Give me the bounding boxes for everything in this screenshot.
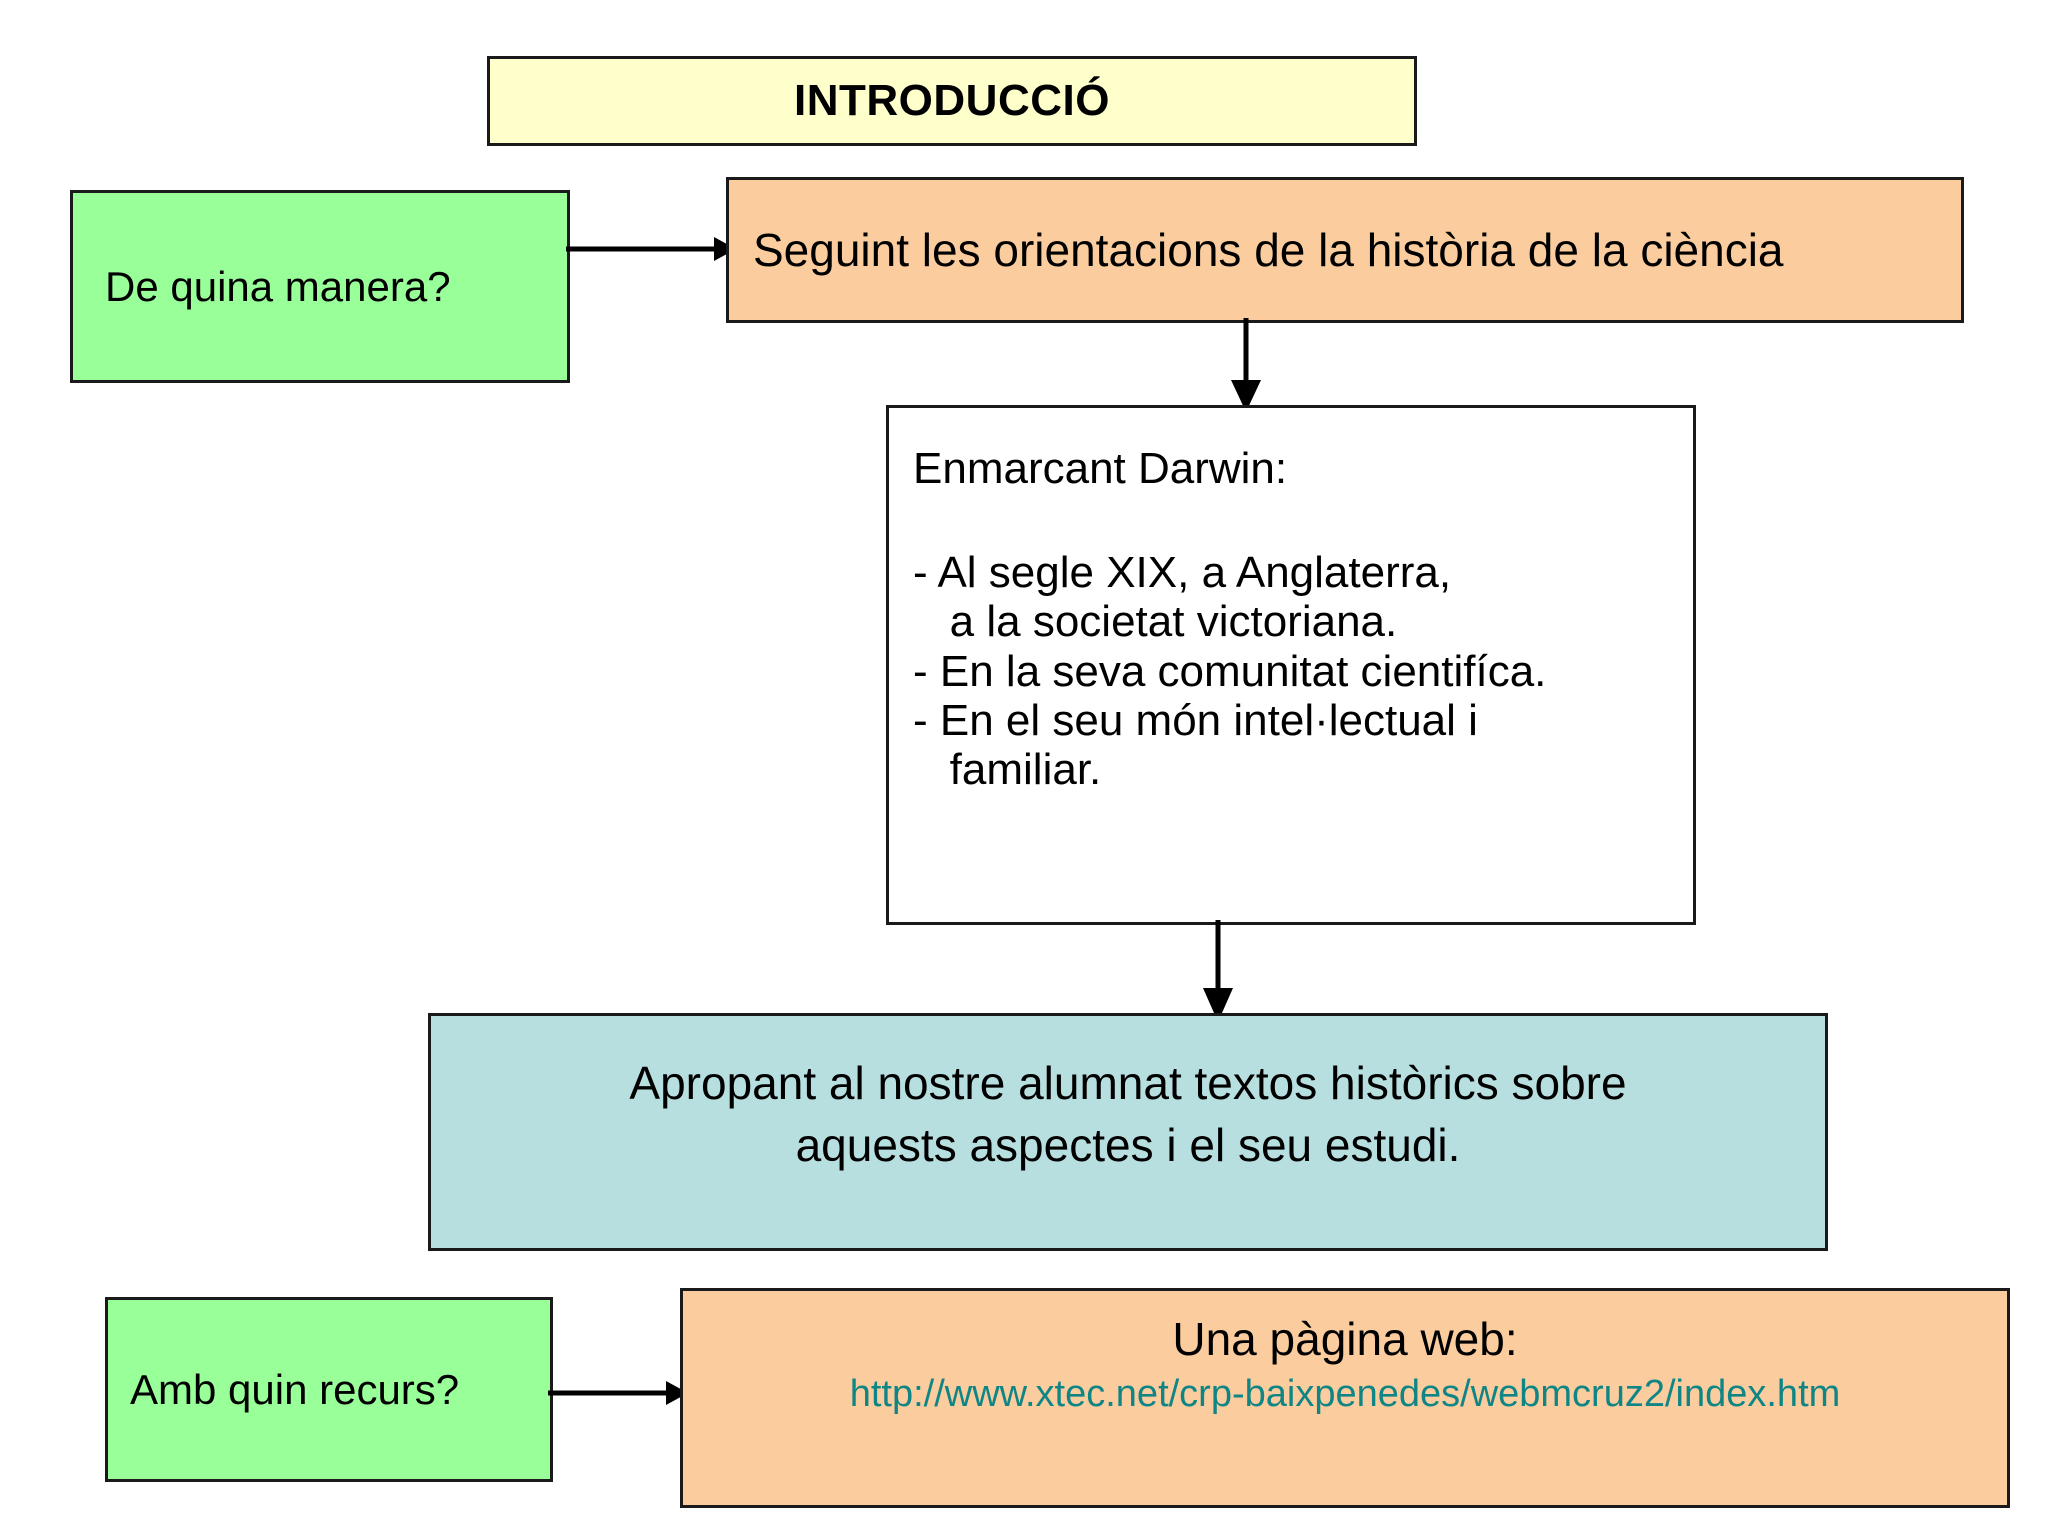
arrow-down-icon	[1224, 318, 1268, 412]
answer-orientations-label: Seguint les orientacions de la història …	[753, 224, 1784, 276]
darwin-item: - En el seu món intel·lectual i	[913, 695, 1478, 745]
arrow-right-icon	[548, 1376, 688, 1410]
approach-box: Apropant al nostre alumnat textos històr…	[428, 1013, 1828, 1251]
page-title: INTRODUCCIÓ	[794, 76, 1110, 125]
answer-box-web: Una pàgina web: http://www.xtec.net/crp-…	[680, 1288, 2010, 1508]
question-how-label: De quina manera?	[105, 262, 451, 310]
approach-line: aquests aspectes i el seu estudi.	[795, 1119, 1461, 1172]
darwin-heading: Enmarcant Darwin:	[913, 444, 1288, 493]
question-resource-label: Amb quin recurs?	[130, 1365, 460, 1413]
darwin-item: familiar.	[913, 745, 1102, 795]
web-url-link[interactable]: http://www.xtec.net/crp-baixpenedes/webm…	[849, 1372, 1841, 1415]
darwin-item: - En la seva comunitat cientifíca.	[913, 646, 1547, 696]
arrow-down-icon	[1196, 920, 1240, 1022]
answer-box-orientations: Seguint les orientacions de la història …	[726, 177, 1964, 323]
title-box: INTRODUCCIÓ	[487, 56, 1417, 146]
question-box-how: De quina manera?	[70, 190, 570, 383]
approach-line: Apropant al nostre alumnat textos històr…	[629, 1057, 1627, 1109]
arrow-right-icon	[566, 232, 736, 266]
darwin-item: - Al segle XIX, a Anglaterra,	[913, 548, 1452, 598]
question-box-resource: Amb quin recurs?	[105, 1297, 553, 1482]
detail-box-darwin: Enmarcant Darwin: - Al segle XIX, a Angl…	[886, 405, 1696, 925]
darwin-item: a la societat victoriana.	[913, 597, 1398, 647]
web-title-label: Una pàgina web:	[1172, 1313, 1518, 1365]
